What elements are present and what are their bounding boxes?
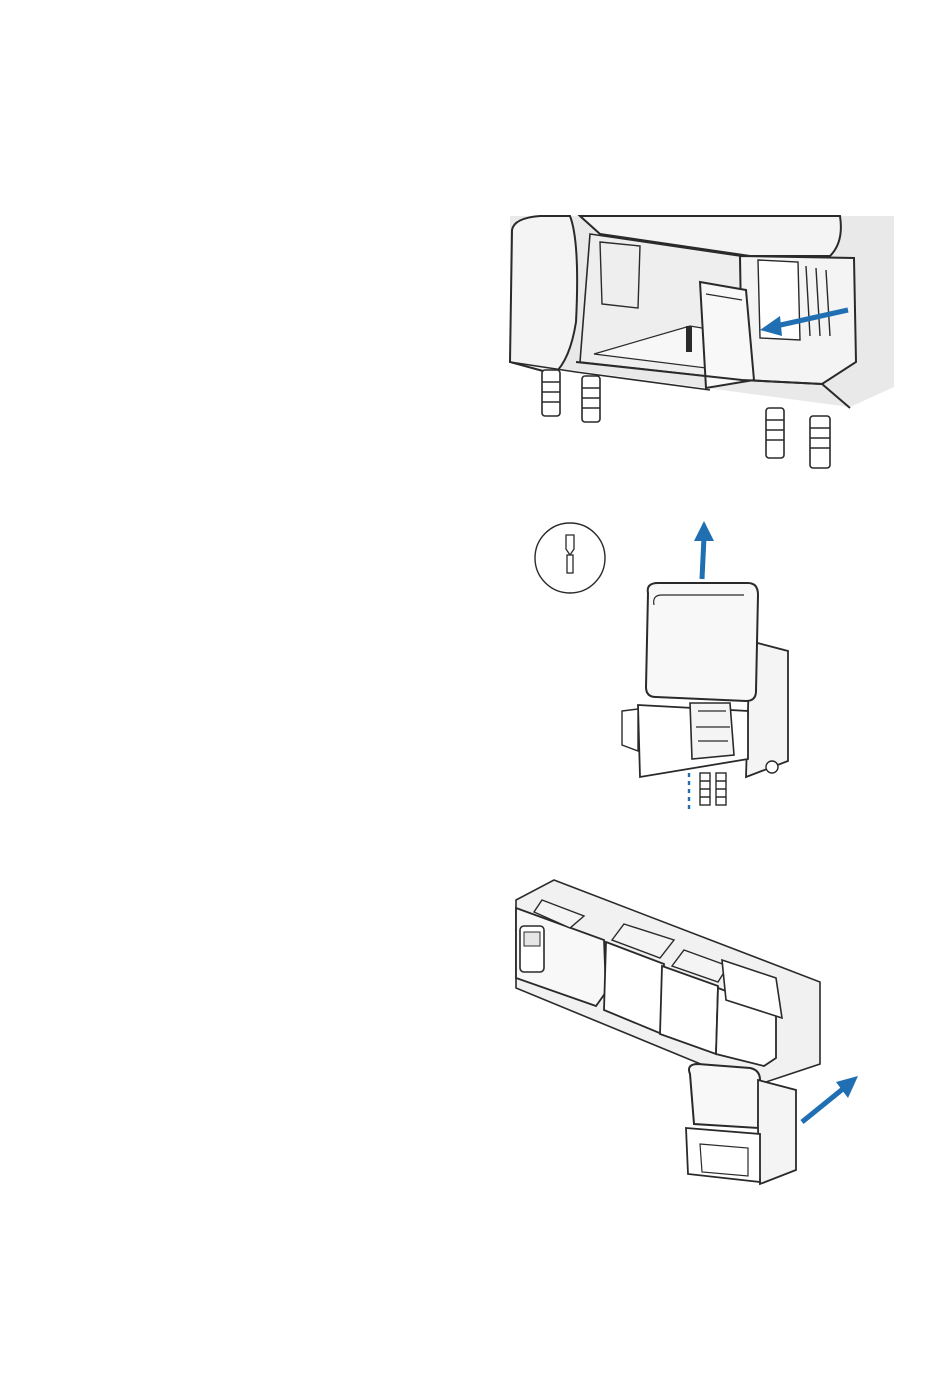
left-cabinet — [510, 216, 577, 374]
illustration-module-row — [514, 878, 860, 1208]
display-screen — [524, 932, 540, 946]
arrow-lift-up — [694, 521, 714, 579]
arrow-slide-out — [802, 1076, 858, 1122]
illustration-module-lift — [526, 515, 822, 815]
illustration-dispenser-base — [510, 212, 894, 474]
lifted-cover — [646, 583, 758, 701]
dispenser-base-drawing — [510, 212, 894, 474]
module-fittings — [700, 773, 726, 805]
sliding-module-side — [758, 1080, 796, 1184]
module-row-drawing — [514, 878, 860, 1208]
page-background — [0, 0, 950, 3]
floor-pin — [686, 326, 692, 352]
sliding-module-cover — [689, 1064, 760, 1128]
module-lift-drawing — [526, 515, 822, 815]
